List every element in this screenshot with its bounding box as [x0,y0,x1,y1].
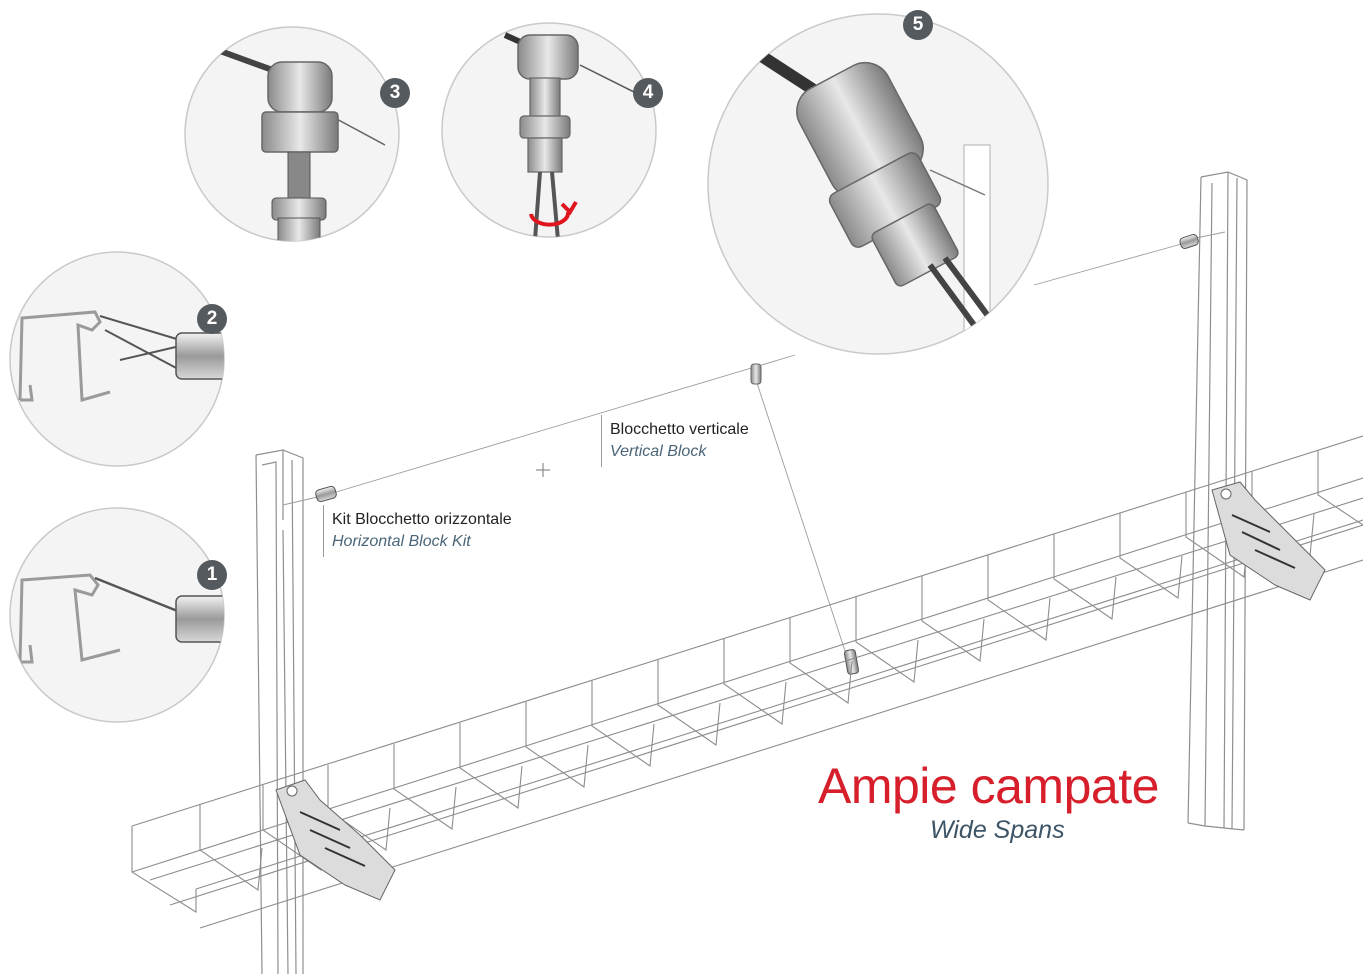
diagram-subtitle: Wide Spans [930,816,1065,844]
step-badge-2: 2 [197,304,227,334]
vertical-block [750,363,762,385]
step-badge-5: 5 [903,10,933,40]
tray-support-bracket-right [1211,481,1326,601]
detail-circle-4 [441,22,657,238]
detail-circle-2 [9,251,225,467]
detail-circle-5 [707,13,1049,355]
vertical-block-label-en: Vertical Block [610,443,707,460]
horizontal-block-kit-label: Kit Blocchetto orizzontale Horizontal Bl… [332,509,512,553]
vertical-block-leader-line [601,415,602,467]
step-badge-4: 4 [633,78,663,108]
vertical-block-label: Blocchetto verticale Vertical Block [610,419,749,463]
left-strut-post [255,449,304,974]
crosshair-mark [536,463,550,477]
step-badge-1: 1 [197,560,227,590]
suspension-wires [282,231,1226,661]
horizontal-block-leader-line [323,505,324,557]
horizontal-block-right [1179,234,1199,249]
horizontal-block-kit-label-en: Horizontal Block Kit [332,533,471,550]
detail-circle-1 [9,507,225,723]
horizontal-block-left [315,485,337,503]
step-badge-3: 3 [380,78,410,108]
diagram-title: Ampie campate [818,758,1159,814]
vertical-block-label-it: Blocchetto verticale [610,421,749,438]
detail-circle-3 [184,26,400,242]
horizontal-block-kit-label-it: Kit Blocchetto orizzontale [332,511,512,528]
tray-support-bracket-left [275,779,396,901]
